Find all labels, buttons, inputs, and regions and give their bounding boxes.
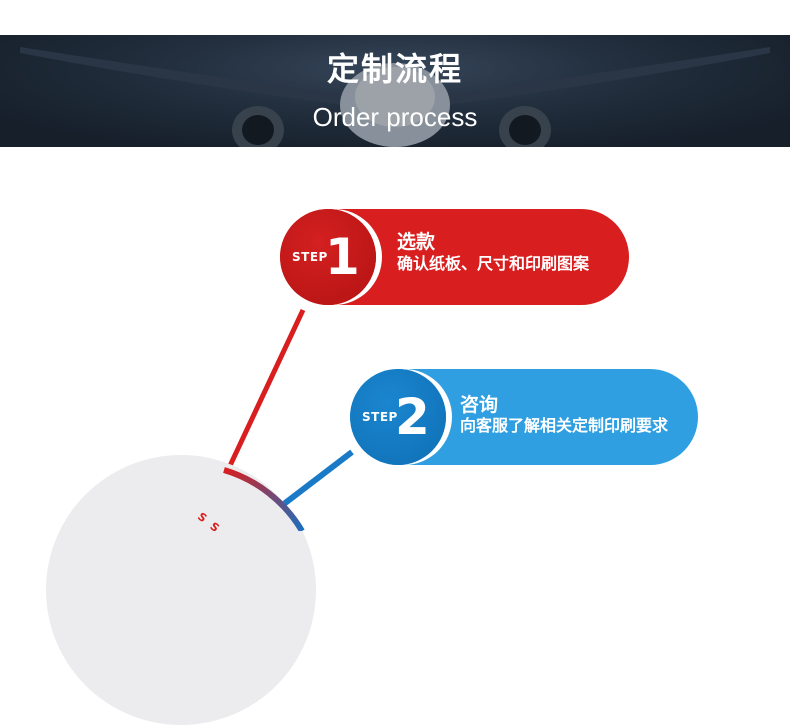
step-description: 确认纸板、尺寸和印刷图案 — [397, 254, 590, 273]
page-title: 定制流程 — [326, 50, 463, 88]
step-badge-1: STEP 1 — [280, 209, 376, 305]
step-card-1[interactable]: STEP 1 选款 确认纸板、尺寸和印刷图案 — [280, 209, 629, 305]
step-label: STEP — [362, 410, 398, 424]
connector-line-step-1 — [225, 308, 306, 472]
disc-arc — [223, 467, 305, 531]
step-title: 选款 — [397, 231, 436, 253]
step-connectors — [225, 308, 354, 513]
step-card-2[interactable]: STEP 2 咨询 向客服了解相关定制印刷要求 — [350, 369, 698, 465]
step-number: 1 — [325, 228, 360, 286]
header-banner: 定制流程 Order process — [0, 35, 790, 147]
page-subtitle: Order process — [312, 102, 478, 132]
step-description: 向客服了解相关定制印刷要求 — [460, 416, 669, 435]
step-label: STEP — [292, 250, 328, 264]
step-number: 2 — [395, 388, 430, 446]
step-title: 咨询 — [460, 394, 499, 416]
step-badge-2: STEP 2 — [350, 369, 446, 465]
connector-line-step-2 — [274, 449, 354, 513]
airplane-background-image — [0, 35, 790, 147]
